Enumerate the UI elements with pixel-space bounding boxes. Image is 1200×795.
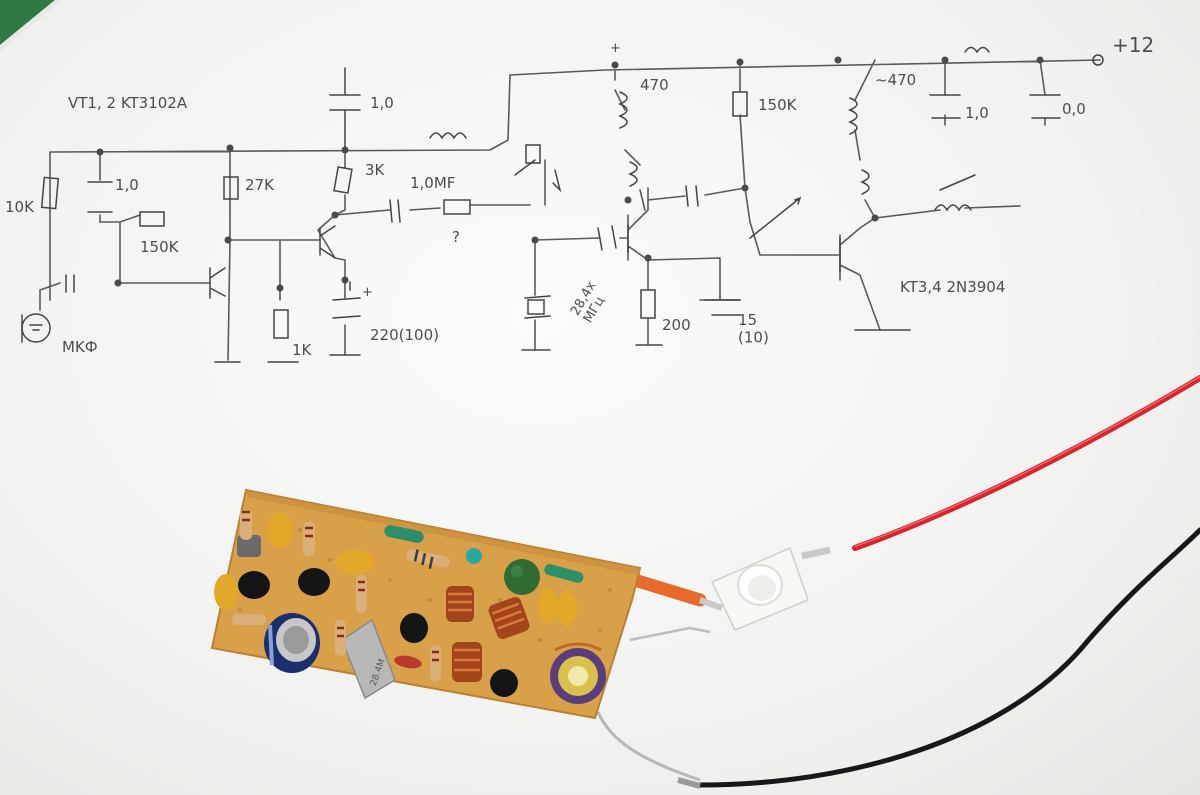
label-vt12: VT1, 2 KT3102A xyxy=(68,94,188,112)
transistors xyxy=(237,535,518,697)
label-470-mid: 470 xyxy=(640,76,669,94)
label-220: 220(100) xyxy=(370,326,439,344)
supply-terminal xyxy=(1092,54,1104,66)
label-crystal: 28,4xMГц xyxy=(568,279,612,326)
green-trimmer xyxy=(504,559,540,595)
svg-text:+: + xyxy=(362,285,373,300)
label-c15: 15(10) xyxy=(738,311,769,346)
label-c-1-0-right: 1,0 xyxy=(965,104,989,122)
label-supply: +12 xyxy=(1112,33,1154,57)
black-wire xyxy=(697,527,1200,788)
bare-lead-bottom xyxy=(596,711,701,782)
trimmer-symbols xyxy=(514,159,976,239)
label-470-right: ~470 xyxy=(875,71,916,89)
microphone-symbol xyxy=(21,313,51,343)
label-200: 200 xyxy=(662,316,691,334)
label-c-1-0-top: 1,0 xyxy=(370,94,394,112)
board-resistors xyxy=(232,510,584,681)
svg-text:+: + xyxy=(610,41,621,56)
cables xyxy=(596,375,1200,789)
junction-dots xyxy=(96,56,1044,292)
ground-symbols xyxy=(214,329,911,363)
label-3k: 3K xyxy=(365,161,386,179)
capacitor-symbols xyxy=(65,67,1061,319)
red-wire xyxy=(852,375,1200,551)
label-question: ? xyxy=(452,228,460,246)
transistor-symbols xyxy=(209,224,841,299)
label-1mf: 1,0MF xyxy=(410,174,455,192)
label-1k: 1K xyxy=(292,341,313,359)
resistor-symbols xyxy=(40,91,748,339)
crystal-can: 28.4M xyxy=(341,618,396,700)
copper-coils xyxy=(446,586,530,682)
pcb-board: 28.4M xyxy=(210,488,642,720)
label-c-1-0-left: 1,0 xyxy=(115,176,139,194)
label-10k: 10K xyxy=(5,198,35,216)
antenna-lead xyxy=(629,626,711,642)
schematic-wires xyxy=(39,59,1101,361)
inductor-symbols xyxy=(429,46,990,212)
label-27k: 27K xyxy=(245,176,275,194)
label-mic: MKФ xyxy=(62,338,98,356)
ferrite-coil xyxy=(550,642,606,704)
label-kt34: KT3,4 2N3904 xyxy=(900,278,1005,296)
label-150k-left: 150K xyxy=(140,238,180,256)
electrolytic-capacitor xyxy=(264,613,320,673)
push-switch xyxy=(710,546,809,631)
schematic-drawing: VT1, 2 KT3102A KT3,4 2N3904 +12 10K 1,0 … xyxy=(5,33,1154,363)
crystal-symbol xyxy=(527,299,545,315)
label-c-0-0-right: 0,0 xyxy=(1062,100,1086,118)
orange-sleeve xyxy=(621,571,707,607)
yellow-capacitors xyxy=(214,512,577,626)
label-150k-right: 150K xyxy=(758,96,798,114)
